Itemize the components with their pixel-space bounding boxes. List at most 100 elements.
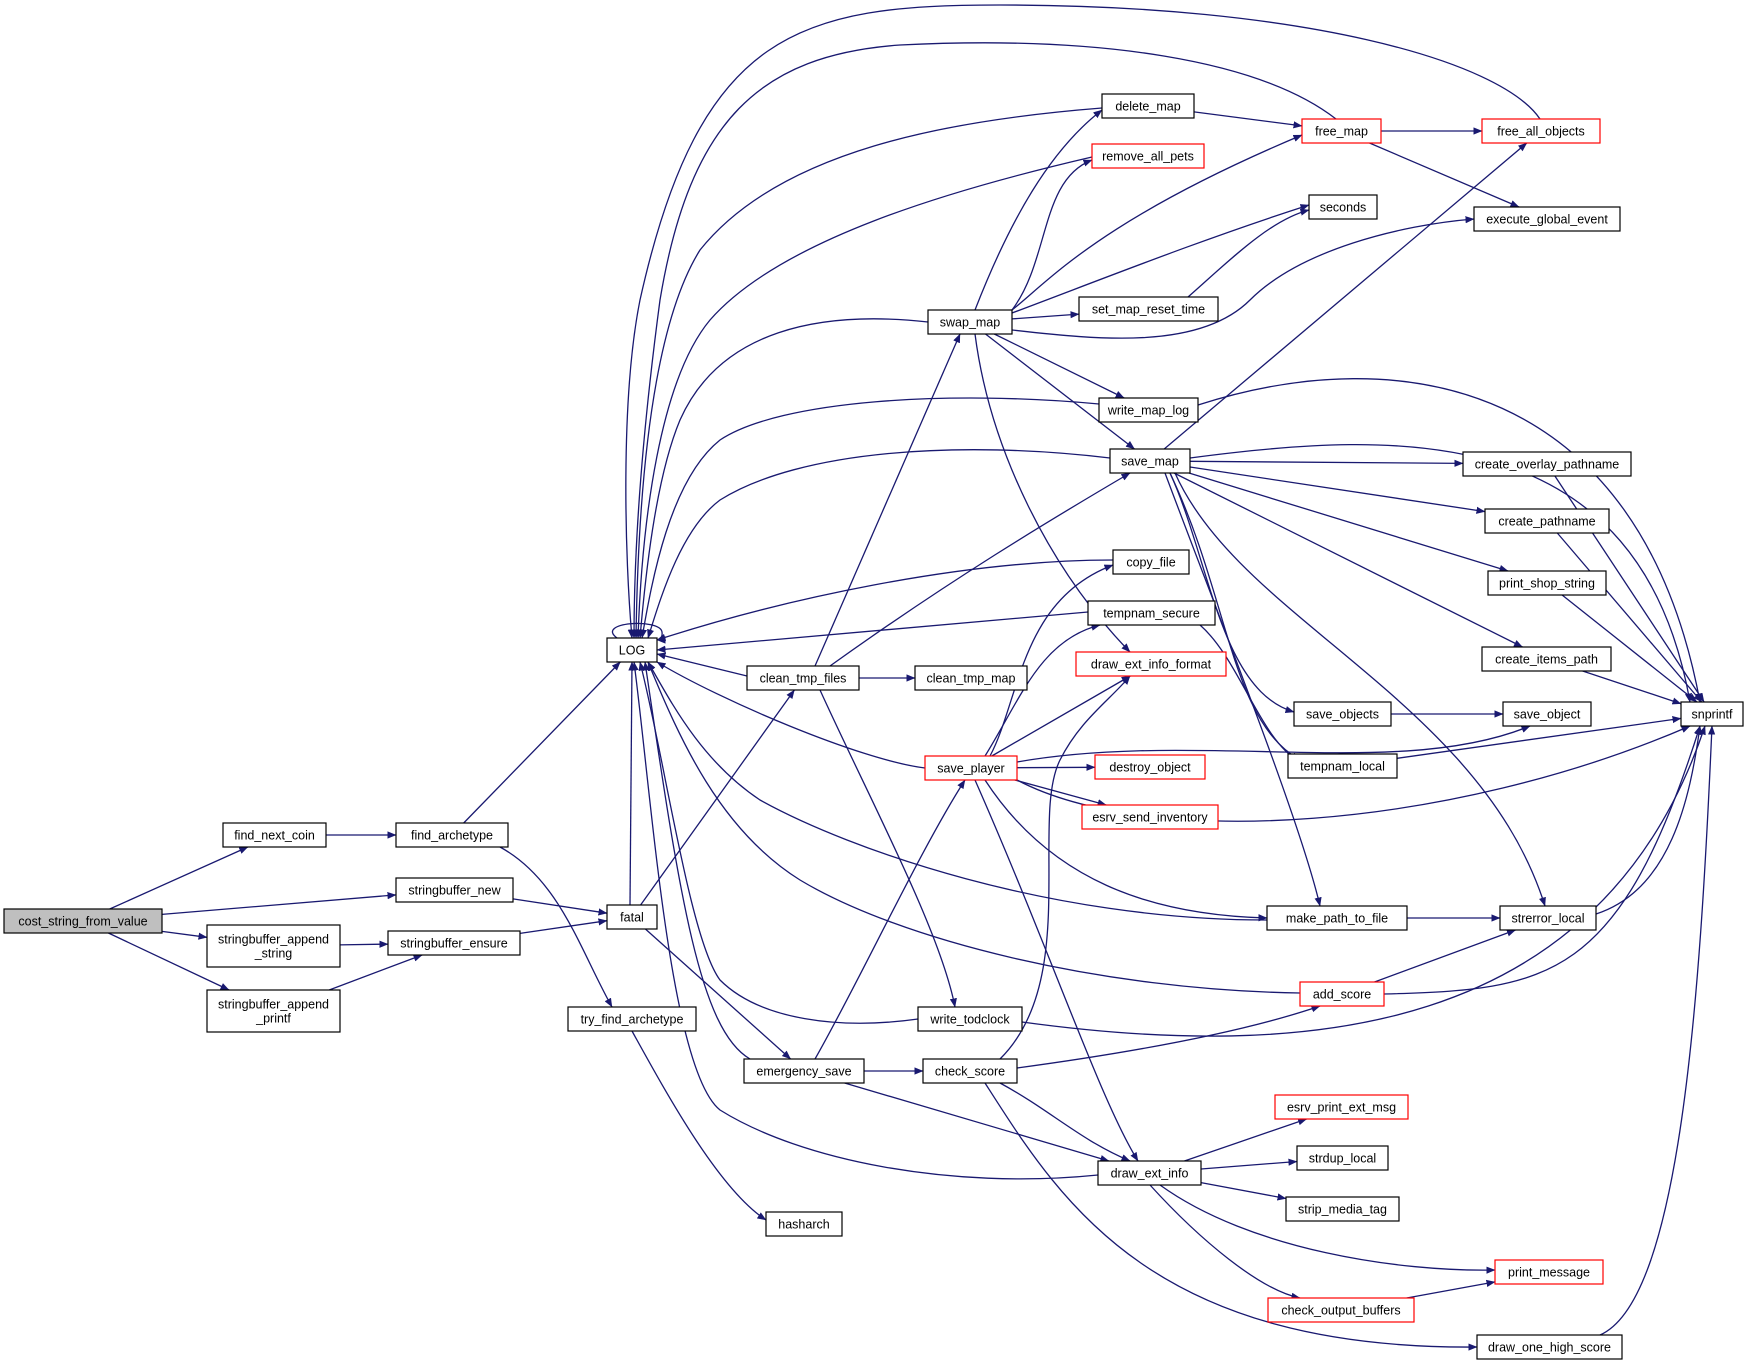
- node-label: _printf: [255, 1012, 291, 1026]
- node-label: find_next_coin: [234, 829, 315, 843]
- node-copy_file[interactable]: copy_file: [1112, 549, 1190, 575]
- node-try_find_archetype[interactable]: try_find_archetype: [567, 1006, 697, 1032]
- node-label: emergency_save: [756, 1065, 851, 1079]
- node-box: [1487, 570, 1607, 596]
- node-make_path_to_file[interactable]: make_path_to_file: [1266, 905, 1408, 931]
- node-add_score[interactable]: add_score: [1299, 981, 1385, 1007]
- node-label: print_message: [1508, 1266, 1590, 1280]
- node-write_map_log[interactable]: write_map_log: [1098, 397, 1199, 423]
- node-tempnam_local[interactable]: tempnam_local: [1287, 753, 1398, 779]
- node-strip_media_tag[interactable]: strip_media_tag: [1285, 1196, 1400, 1222]
- node-stringbuffer_ensure[interactable]: stringbuffer_ensure: [387, 930, 521, 956]
- node-draw_ext_info[interactable]: draw_ext_info: [1097, 1160, 1202, 1186]
- node-esrv_print_ext_msg[interactable]: esrv_print_ext_msg: [1274, 1094, 1409, 1120]
- node-free_map[interactable]: free_map: [1301, 118, 1382, 144]
- node-free_all_objects[interactable]: free_all_objects: [1481, 118, 1601, 144]
- edge-stringbuffer_append_printf-to-stringbuffer_ensure: [328, 954, 423, 991]
- node-label: free_all_objects: [1497, 125, 1585, 139]
- node-stringbuffer_new[interactable]: stringbuffer_new: [395, 877, 514, 903]
- edge-swap_map-to-write_map_log: [994, 333, 1125, 399]
- edge-check_score-to-draw_ext_info: [999, 1082, 1131, 1162]
- node-box: [1299, 981, 1385, 1007]
- node-save_objects[interactable]: save_objects: [1293, 701, 1392, 727]
- node-print_message[interactable]: print_message: [1494, 1259, 1604, 1285]
- node-create_overlay_pathname[interactable]: create_overlay_pathname: [1462, 451, 1632, 477]
- node-cost_string_from_value[interactable]: cost_string_from_value: [3, 908, 163, 934]
- node-box: [3, 908, 163, 934]
- edge-strerror_local-to-snprintf: [1595, 725, 1703, 915]
- node-tempnam_secure[interactable]: tempnam_secure: [1087, 600, 1216, 626]
- node-box: [1476, 1334, 1623, 1360]
- node-create_items_path[interactable]: create_items_path: [1481, 646, 1612, 672]
- edge-draw_ext_info-to-check_output_buffers: [1149, 1184, 1301, 1300]
- node-find_archetype[interactable]: find_archetype: [395, 822, 509, 848]
- node-label: find_archetype: [411, 829, 493, 843]
- node-label: add_score: [1313, 988, 1371, 1002]
- node-check_score[interactable]: check_score: [922, 1058, 1018, 1084]
- node-label: delete_map: [1115, 100, 1180, 114]
- node-box: [922, 1058, 1018, 1084]
- node-box: [222, 822, 327, 848]
- edge-check_score-to-draw_ext_info_format: [999, 675, 1131, 1060]
- node-box: [1287, 753, 1398, 779]
- edge-check_score-to-draw_one_high_score: [984, 1082, 1478, 1351]
- node-clean_tmp_map[interactable]: clean_tmp_map: [914, 665, 1028, 691]
- node-draw_one_high_score[interactable]: draw_one_high_score: [1476, 1334, 1623, 1360]
- node-set_map_reset_time[interactable]: set_map_reset_time: [1078, 296, 1219, 322]
- node-box: [1481, 646, 1612, 672]
- node-box: [395, 822, 509, 848]
- edge-find_archetype-to-LOG: [463, 661, 621, 824]
- node-remove_all_pets[interactable]: remove_all_pets: [1091, 143, 1205, 169]
- node-label: seconds: [1320, 201, 1367, 215]
- edge-free_map-to-execute_global_event: [1369, 142, 1520, 208]
- node-save_player[interactable]: save_player: [924, 755, 1018, 781]
- edge-emergency_save-to-draw_ext_info: [844, 1082, 1110, 1163]
- node-box: [1109, 448, 1191, 474]
- edge-draw_one_high_score-to-snprintf: [1599, 725, 1716, 1336]
- node-delete_map[interactable]: delete_map: [1101, 93, 1195, 119]
- node-clean_tmp_files[interactable]: clean_tmp_files: [746, 665, 860, 691]
- node-snprintf[interactable]: snprintf: [1680, 701, 1744, 727]
- node-label: remove_all_pets: [1102, 150, 1194, 164]
- node-create_pathname[interactable]: create_pathname: [1484, 508, 1610, 534]
- node-label: stringbuffer_append: [218, 933, 329, 947]
- edge-swap_map-to-save_map: [985, 333, 1135, 450]
- node-emergency_save[interactable]: emergency_save: [743, 1058, 865, 1084]
- edge-clean_tmp_files-to-write_todclock: [819, 689, 957, 1008]
- node-box: [1267, 1297, 1415, 1323]
- node-save_map[interactable]: save_map: [1109, 448, 1191, 474]
- node-box: [387, 930, 521, 956]
- node-hasharch[interactable]: hasharch: [765, 1211, 843, 1237]
- node-strerror_local[interactable]: strerror_local: [1499, 905, 1597, 931]
- node-label: stringbuffer_ensure: [400, 937, 508, 951]
- node-destroy_object[interactable]: destroy_object: [1094, 754, 1206, 780]
- node-save_object[interactable]: save_object: [1502, 701, 1592, 727]
- node-execute_global_event[interactable]: execute_global_event: [1473, 206, 1621, 232]
- node-label: set_map_reset_time: [1092, 303, 1205, 317]
- node-write_todclock[interactable]: write_todclock: [917, 1006, 1023, 1032]
- node-box: [395, 877, 514, 903]
- edge-add_score-to-strerror_local: [1374, 929, 1516, 983]
- node-seconds[interactable]: seconds: [1308, 194, 1378, 220]
- edge-swap_map-to-set_map_reset_time: [1011, 311, 1080, 320]
- node-find_next_coin[interactable]: find_next_coin: [222, 822, 327, 848]
- node-print_shop_string[interactable]: print_shop_string: [1487, 570, 1607, 596]
- edge-clean_tmp_files-to-swap_map: [814, 333, 961, 667]
- edge-fatal-to-clean_tmp_files: [640, 689, 795, 906]
- node-label: _string: [254, 947, 293, 961]
- edge-check_score-to-add_score: [1016, 1005, 1321, 1069]
- node-stringbuffer_append_printf[interactable]: stringbuffer_append_printf: [206, 989, 341, 1033]
- node-draw_ext_info_format[interactable]: draw_ext_info_format: [1075, 651, 1227, 677]
- node-strdup_local[interactable]: strdup_local: [1296, 1145, 1389, 1171]
- node-label: try_find_archetype: [581, 1013, 684, 1027]
- node-swap_map[interactable]: swap_map: [927, 309, 1013, 335]
- node-stringbuffer_append_string[interactable]: stringbuffer_append_string: [206, 924, 341, 968]
- node-box: [1473, 206, 1621, 232]
- node-LOG[interactable]: LOG: [606, 637, 658, 663]
- node-check_output_buffers[interactable]: check_output_buffers: [1267, 1297, 1415, 1323]
- edge-save_map-to-create_pathname: [1189, 466, 1486, 514]
- node-fatal[interactable]: fatal: [606, 904, 658, 930]
- edge-tempnam_local-to-snprintf: [1396, 716, 1682, 759]
- node-box: [206, 924, 341, 968]
- node-esrv_send_inventory[interactable]: esrv_send_inventory: [1081, 804, 1219, 830]
